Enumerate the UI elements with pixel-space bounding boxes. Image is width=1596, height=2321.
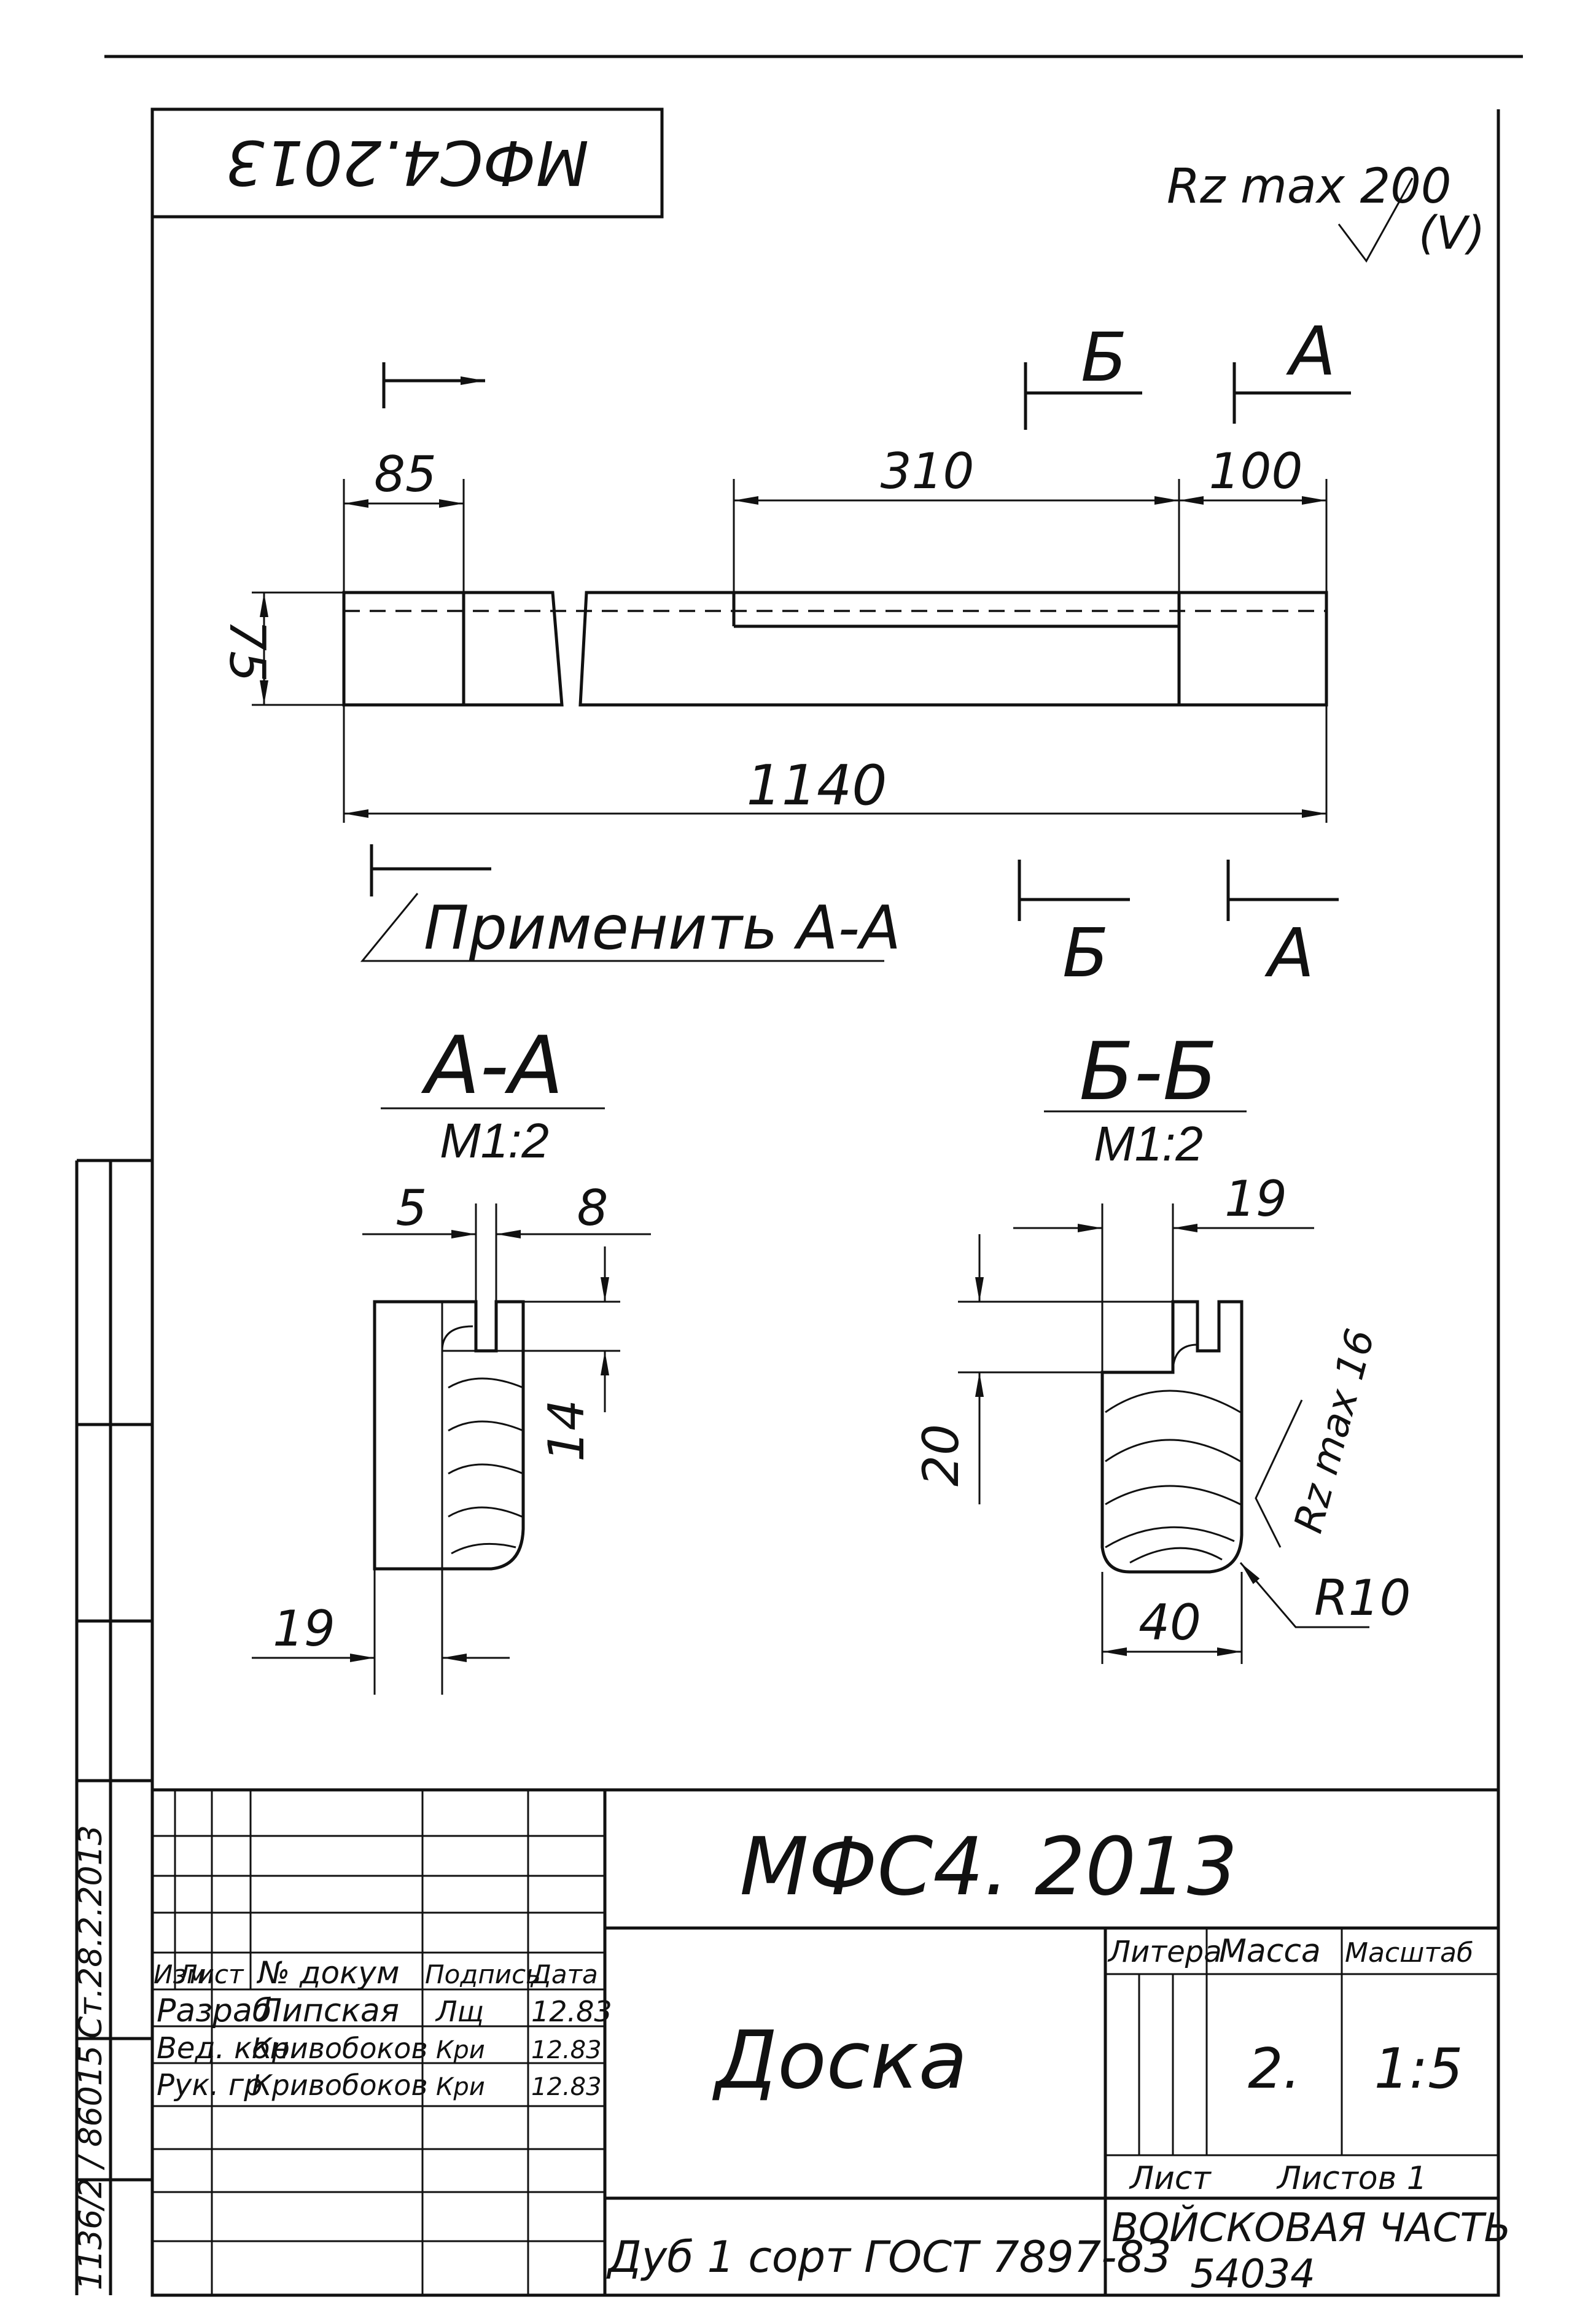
org-line2: 54034 [1190, 2252, 1315, 2297]
hdr-sign: Подпись [425, 1959, 541, 1989]
label-scale: Масштаб [1345, 1937, 1473, 1969]
label-sheets: Листов 1 [1276, 2160, 1427, 2197]
dim-aa-19: 19 [273, 1600, 335, 1657]
dim-1140: 1140 [746, 753, 887, 818]
material: Дуб 1 сорт ГОСТ 7897-83 [606, 2232, 1172, 2282]
top-stamp-box [150, 107, 664, 219]
part-name: Доска [712, 2013, 968, 2107]
label-mass: Масса [1219, 1933, 1321, 1970]
dim-aa-8: 8 [577, 1180, 609, 1237]
section-bb-title: Б-Б [1079, 1025, 1217, 1118]
dim-bb-40: 40 [1139, 1594, 1201, 1651]
side-stamp-top: Ст.28.2.2013 [72, 1825, 109, 2039]
dim-85: 85 [374, 446, 437, 503]
designation: МФС4. 2013 [739, 1820, 1237, 1913]
side-stamp-bottom: 1136/2 / 86015 [72, 2045, 109, 2290]
label-litera: Литера [1107, 1935, 1222, 1969]
row2-date: 12.83 [531, 2036, 602, 2064]
roughness-value: Rz max 200 [1167, 159, 1452, 214]
row3-name: Кривобоков [252, 2069, 428, 2102]
hdr-date: Дата [530, 1959, 598, 1989]
dim-75: 75 [219, 620, 276, 682]
section-bb: Б-Б М1:2 19 20 40 R10 Rz max 16 [913, 1025, 1411, 1664]
row3-date: 12.83 [531, 2073, 602, 2101]
dim-310: 310 [881, 443, 975, 500]
hdr-doc: № докум [256, 1955, 400, 1991]
marker-a-top: А [1286, 312, 1336, 391]
row1-role: Разраб [157, 1992, 272, 2029]
hdr-list: Лист [177, 1959, 244, 1989]
marker-a-bottom: А [1264, 914, 1314, 992]
row1-name: Липская [257, 1992, 399, 2029]
section-aa-title: А-А [421, 1019, 564, 1112]
row3-sign: Кри [436, 2073, 485, 2101]
main-view: Б А 85 310 100 75 1140 [219, 312, 1351, 992]
apply-note: Применить А-А [424, 893, 901, 963]
section-bb-scale: М1:2 [1094, 1116, 1203, 1171]
side-strip: Ст.28.2.2013 1136/2 / 86015 [72, 1159, 152, 2295]
roughness-symbol: Rz max 200 (V) [1167, 159, 1485, 263]
mass-value: 2. [1248, 2037, 1301, 2101]
roughness-suffix: (V) [1419, 207, 1485, 260]
marker-b-bottom: Б [1062, 914, 1108, 992]
top-stamp-text: МФС4.2013 [225, 126, 589, 198]
marker-b-top: Б [1081, 318, 1127, 397]
section-aa-scale: М1:2 [440, 1113, 549, 1168]
dim-aa-14: 14 [538, 1399, 595, 1462]
dim-aa-5: 5 [396, 1180, 427, 1237]
section-aa: А-А М1:2 5 8 14 19 [252, 1019, 651, 1695]
scale-value: 1:5 [1374, 2037, 1463, 2101]
row3-role: Рук. гр [157, 2068, 263, 2102]
dim-bb-rz16: Rz max 16 [1286, 1324, 1384, 1538]
dim-100: 100 [1209, 443, 1303, 500]
label-sheet: Лист [1129, 2160, 1212, 2197]
org-line1: ВОЙСКОВАЯ ЧАСТЬ [1111, 2204, 1511, 2251]
row1-date: 12.83 [531, 1995, 612, 2028]
dim-bb-19: 19 [1224, 1170, 1287, 1227]
hdr-izm: Изм [154, 1959, 206, 1989]
row2-sign: Кри [436, 2036, 485, 2064]
title-block: Изм Лист № докум Подпись Дата Разраб Лип… [150, 1788, 1511, 2297]
row2-name: Кривобоков [252, 2032, 428, 2065]
dim-bb-20: 20 [913, 1424, 970, 1487]
dim-bb-r10: R10 [1314, 1569, 1411, 1627]
row2-role: Вед. кон. [157, 2031, 298, 2066]
row1-sign: Лщ [435, 1995, 484, 2028]
